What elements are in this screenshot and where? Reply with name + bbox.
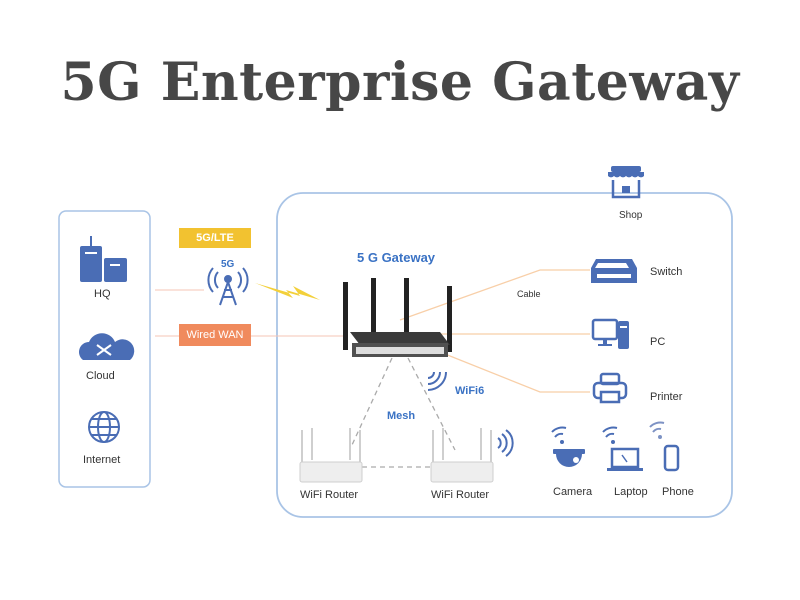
wifi6-signal-icon: [427, 371, 447, 391]
cell-tower-icon: [207, 267, 249, 306]
laptop-label: Laptop: [614, 486, 648, 498]
cloud-shuffle-icon: [79, 333, 135, 360]
wifi-router-left-image: [299, 428, 363, 483]
wifi-router-right-image: [430, 428, 494, 483]
cable-line-switch: [399, 269, 590, 321]
router-right-label: WiFi Router: [431, 489, 490, 501]
wireless-bolt-icon: [255, 283, 320, 300]
mesh-label: Mesh: [387, 410, 416, 422]
hq-label: HQ: [94, 288, 111, 300]
switch-icon: [591, 259, 637, 283]
source-panel-frame: [58, 210, 151, 488]
router-left-label: WiFi Router: [300, 489, 359, 501]
laptop-wifi-icon: [602, 426, 618, 438]
router-signal-icon: [497, 429, 514, 457]
cable-label: Cable: [517, 289, 541, 299]
switch-label: Switch: [650, 266, 683, 278]
gateway-device-image: [343, 278, 452, 357]
building-icon: [80, 236, 127, 282]
cloud-label: Cloud: [86, 370, 115, 382]
shop-icon: [608, 166, 644, 199]
phone-label: Phone: [662, 486, 694, 498]
gateway-label: 5 G Gateway: [357, 250, 436, 265]
phone-wifi-icon: [649, 421, 665, 433]
camera-label: Camera: [553, 486, 593, 498]
phone-icon: [663, 444, 680, 472]
tower-5g-label: 5G: [221, 259, 235, 270]
laptop-icon: [607, 447, 643, 471]
printer-label: Printer: [650, 391, 683, 403]
camera-icon: [553, 449, 585, 467]
pc-label: PC: [650, 336, 666, 348]
mesh-line-right: [407, 357, 456, 451]
cellular-tag: 5G/LTE: [179, 228, 251, 248]
wifi6-label: WiFi6: [455, 385, 485, 397]
page-title: 5G Enterprise Gateway: [60, 52, 740, 113]
pc-icon: [591, 318, 629, 349]
mesh-line-left: [351, 357, 393, 446]
shop-label: Shop: [619, 210, 643, 221]
globe-icon: [88, 411, 120, 443]
site-panel-frame: [276, 192, 733, 518]
printer-icon: [592, 372, 628, 404]
camera-wifi-icon: [551, 426, 567, 438]
cable-line-printer: [439, 351, 590, 393]
internet-label: Internet: [83, 454, 121, 466]
wired-wan-tag: Wired WAN: [179, 324, 251, 346]
